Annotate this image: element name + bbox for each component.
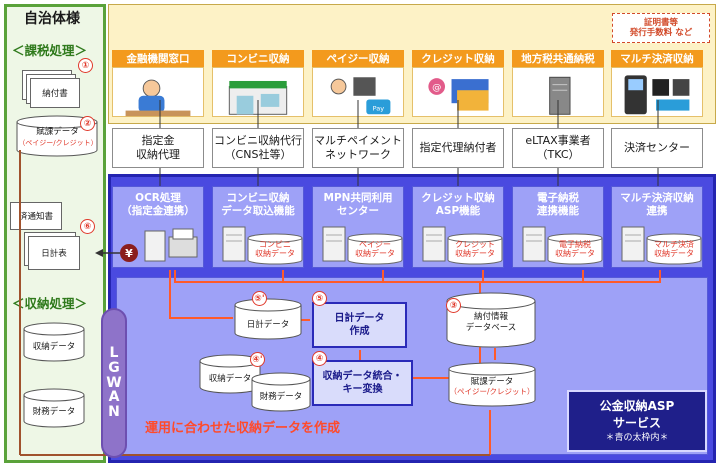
step-1-badge: ① <box>78 58 93 73</box>
proc-assessment-label: 賦課データ <box>470 377 514 387</box>
svg-text:@: @ <box>432 82 441 93</box>
bottom-caption: 運用に合わせた収納データを作成 <box>145 421 341 436</box>
server-icon <box>421 225 447 267</box>
service-data-label-5: 電子納税 収納データ <box>555 240 595 259</box>
finance-data-drum <box>23 388 85 428</box>
daily-data-create-box: 日計データ 作成 <box>312 302 407 348</box>
intermediary-1: 指定金 収納代理 <box>112 128 204 168</box>
server-icon <box>620 225 646 267</box>
asp-service-2: コンビニ収納 データ取込機能コンビニ 収納データ <box>212 186 304 268</box>
fee-note: 証明書等 発行手数料 など <box>612 13 710 43</box>
payeasy-icon: Pay <box>312 67 404 117</box>
channel-header-5: 地方税共通納税 <box>512 50 604 67</box>
daily-report-doc: 日計表 <box>28 236 80 270</box>
server-icon <box>512 67 604 117</box>
step-6-badge: ⑥ <box>80 219 95 234</box>
section-collection: ＜収納処理＞ <box>12 296 88 311</box>
service-data-label-3: ペイジー 収納データ <box>355 240 395 259</box>
service-data-drum-2 <box>247 233 303 269</box>
daily-data-drum <box>234 298 302 340</box>
service-data-label-2: コンビニ 収納データ <box>255 240 295 259</box>
intermediary-2: コンビニ収納代行 （CNS社等） <box>212 128 304 168</box>
proc-assessment-sub: （ペイジー/クレジット） <box>449 387 535 396</box>
step-4p-badge: ④' <box>250 352 265 367</box>
proc-receipt-drum <box>199 354 261 394</box>
payment-db-label: 納付情報 データベース <box>465 312 517 334</box>
svg-text:Pay: Pay <box>373 105 385 113</box>
service-data-label-6: マルチ決済 収納データ <box>654 240 694 259</box>
payment-terminal-icon <box>611 67 703 117</box>
step-4-badge: ④ <box>312 351 327 366</box>
server-icon <box>521 225 547 267</box>
lgwan-letter-4: A <box>108 389 120 406</box>
assessment-data-drum <box>16 115 98 157</box>
asp-service-note: ＊青の太枠内＊ <box>605 432 669 443</box>
intermediary-5: eLTAX事業者 （TKC） <box>512 128 604 168</box>
overdue-notice-doc: 済通知書 <box>10 202 62 230</box>
asp-service-title-1: OCR処理 （指定金連携） <box>121 192 195 218</box>
service-data-drum-4 <box>447 233 503 269</box>
proc-finance-drum <box>251 372 311 412</box>
convenience-store-icon <box>212 67 304 117</box>
channel-header-3: ペイジー収納 <box>312 50 404 67</box>
lgwan-letter-1: L <box>109 345 119 362</box>
section-taxation: ＜課税処理＞ <box>12 43 88 58</box>
asp-service-3: MPN共同利用 センターペイジー 収納データ <box>312 186 404 268</box>
asp-service-title-5: 電子納税 連携機能 <box>537 192 579 218</box>
server-icon <box>221 225 247 267</box>
finance-data-label: 財務データ <box>32 407 76 417</box>
tax-notice-doc: 納付書 <box>30 78 80 108</box>
service-data-drum-5 <box>547 233 603 269</box>
step-5p-badge: ⑤' <box>252 291 267 306</box>
asp-service-4: クレジット収納 ASP機能クレジット 収納データ <box>412 186 504 268</box>
municipality-title: 自治体様 <box>24 11 80 27</box>
asp-service-title-2: コンビニ収納 データ取込機能 <box>221 192 295 218</box>
intermediary-3: マルチペイメント ネットワーク <box>312 128 404 168</box>
assessment-data-sub: （ペイジー/クレジット） <box>18 139 98 147</box>
asp-service-title: 公金収納ASP サービス <box>599 398 675 430</box>
proc-finance-label: 財務データ <box>259 392 303 402</box>
server-icon <box>321 225 347 267</box>
asp-service-title-6: マルチ決済収納 連携 <box>620 192 694 218</box>
intermediary-4: 指定代理納付者 <box>412 128 504 168</box>
lgwan-letter-5: N <box>108 404 120 421</box>
service-data-drum-6 <box>646 233 702 269</box>
daily-data-label: 日計データ <box>246 320 290 330</box>
intermediary-6: 決済センター <box>611 128 703 168</box>
bank-teller-icon <box>112 67 204 117</box>
assessment-data-label: 賦課データ <box>36 127 79 137</box>
service-data-label-4: クレジット 収納データ <box>455 240 495 259</box>
asp-service-title-3: MPN共同利用 センター <box>323 192 393 218</box>
asp-service-5: 電子納税 連携機能電子納税 収納データ <box>512 186 604 268</box>
channel-header-1: 金融機関窓口 <box>112 50 204 67</box>
proc-receipt-label: 収納データ <box>208 374 252 384</box>
lgwan-letter-3: W <box>106 374 122 391</box>
ocr-printer-icon <box>143 225 199 267</box>
step-2-badge: ② <box>80 116 95 131</box>
asp-service-title-4: クレジット収納 ASP機能 <box>421 192 495 218</box>
channel-header-2: コンビニ収納 <box>212 50 304 67</box>
step-5-badge: ⑤ <box>312 291 327 306</box>
merge-convert-box: 収納データ統合・ キー変換 <box>312 360 413 406</box>
credit-card-icon: @ <box>412 67 504 117</box>
lgwan-letter-2: G <box>108 359 120 376</box>
channel-header-4: クレジット収納 <box>412 50 504 67</box>
step-3-badge: ③ <box>446 298 461 313</box>
yen-icon: ¥ <box>120 244 138 262</box>
proc-assessment-drum <box>448 362 536 407</box>
receipt-data-drum <box>23 322 85 362</box>
asp-service-box: 公金収納ASP サービス ＊青の太枠内＊ <box>567 390 707 452</box>
channel-header-6: マルチ決済収納 <box>611 50 703 67</box>
asp-service-6: マルチ決済収納 連携マルチ決済 収納データ <box>611 186 703 268</box>
service-data-drum-3 <box>347 233 403 269</box>
receipt-data-label: 収納データ <box>32 342 76 352</box>
